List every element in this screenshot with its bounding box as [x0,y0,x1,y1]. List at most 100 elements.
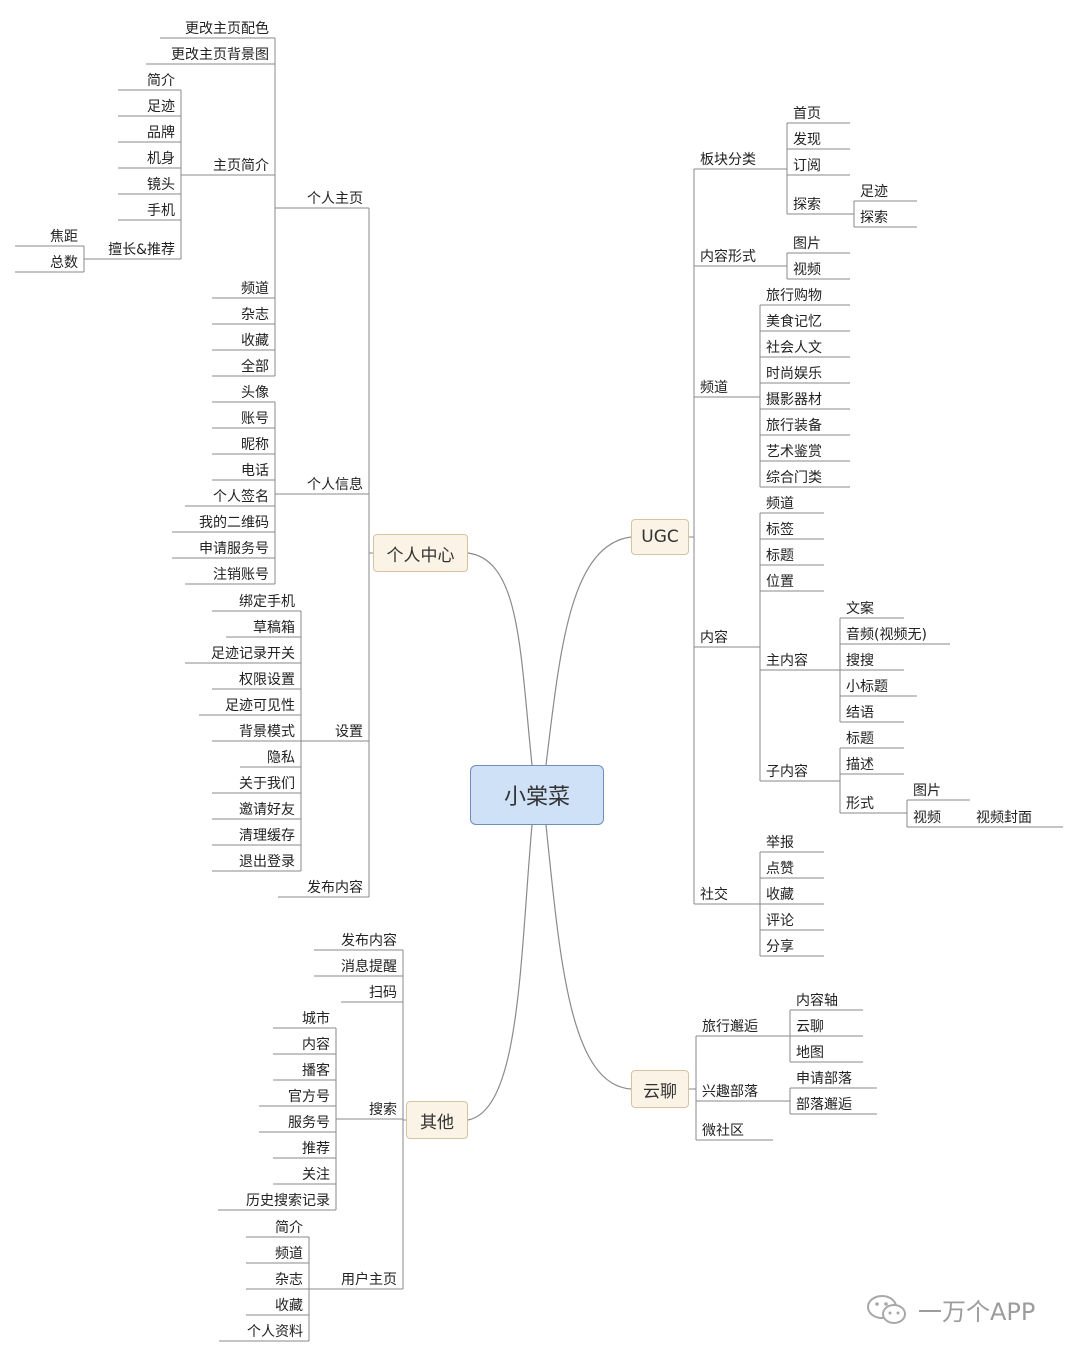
topic-label[interactable]: 擅长&推荐 [108,242,175,258]
topic-label[interactable]: 权限设置 [239,672,295,688]
topic-label[interactable]: 个人签名 [213,489,269,505]
root-topic[interactable]: 小棠菜 [470,765,604,825]
topic-label[interactable]: 简介 [275,1220,303,1236]
topic-label[interactable]: 收藏 [241,333,269,349]
topic-label[interactable]: 推荐 [302,1141,330,1157]
topic-label[interactable]: 电话 [241,463,269,479]
topic-label[interactable]: 清理缓存 [239,828,295,844]
topic-label[interactable]: 全部 [241,359,269,375]
topic-label[interactable]: 点赞 [766,861,794,877]
topic-label[interactable]: 评论 [766,913,794,929]
topic-label[interactable]: 地图 [796,1045,824,1061]
topic-label[interactable]: 总数 [50,255,78,271]
topic-label[interactable]: 注销账号 [213,567,269,583]
topic-label[interactable]: 旅行邂逅 [702,1019,758,1035]
topic-label[interactable]: 标题 [846,731,874,747]
topic-label[interactable]: 城市 [302,1011,330,1027]
topic-label[interactable]: 服务号 [288,1115,330,1131]
topic-label[interactable]: 图片 [913,783,941,799]
topic-label[interactable]: 结语 [846,705,874,721]
topic-label[interactable]: 微社区 [702,1123,744,1139]
topic-label[interactable]: 搜索 [369,1102,397,1118]
topic-label[interactable]: 频道 [241,281,269,297]
topic-label[interactable]: 申请服务号 [199,541,269,557]
topic-label[interactable]: 时尚娱乐 [766,366,822,382]
topic-label[interactable]: 子内容 [766,764,808,780]
topic-label[interactable]: 焦距 [50,229,78,245]
topic-label[interactable]: 杂志 [241,307,269,323]
topic-label[interactable]: 历史搜索记录 [246,1193,330,1209]
topic-label[interactable]: 绑定手机 [239,594,295,610]
topic-label[interactable]: 消息提醒 [341,959,397,975]
topic-label[interactable]: 足迹 [860,184,888,200]
topic-label[interactable]: 邀请好友 [239,802,295,818]
topic-label[interactable]: 更改主页配色 [185,21,269,37]
topic-label[interactable]: 设置 [335,724,363,740]
topic-label[interactable]: 内容 [302,1037,330,1053]
topic-label[interactable]: 播客 [302,1063,330,1079]
topic-label[interactable]: 摄影器材 [766,392,822,408]
topic-label[interactable]: 部落邂逅 [796,1097,852,1113]
branch-topic[interactable]: 个人中心 [373,534,468,572]
branch-topic[interactable]: UGC [631,519,689,555]
topic-label[interactable]: 位置 [766,574,794,590]
topic-label[interactable]: 标题 [766,548,794,564]
topic-label[interactable]: 首页 [793,106,821,122]
topic-label[interactable]: 收藏 [275,1298,303,1314]
topic-label[interactable]: 更改主页背景图 [171,47,269,63]
topic-label[interactable]: 探索 [860,210,888,226]
topic-label[interactable]: 足迹记录开关 [211,646,295,662]
topic-label[interactable]: 小标题 [846,679,888,695]
topic-label[interactable]: 品牌 [147,125,175,141]
topic-label[interactable]: 官方号 [288,1089,330,1105]
topic-label[interactable]: 描述 [846,757,874,773]
topic-label[interactable]: 昵称 [241,437,269,453]
topic-label[interactable]: 旅行购物 [766,288,822,304]
topic-label[interactable]: 背景模式 [239,724,295,740]
topic-label[interactable]: 社交 [700,887,728,903]
topic-label[interactable]: 杂志 [275,1272,303,1288]
topic-label[interactable]: 形式 [846,796,874,812]
topic-label[interactable]: 频道 [275,1246,303,1262]
topic-label[interactable]: 个人信息 [307,477,363,493]
topic-label[interactable]: 音频(视频无) [846,627,927,643]
topic-label[interactable]: 兴趣部落 [702,1084,758,1100]
topic-label[interactable]: 探索 [793,197,821,213]
topic-label[interactable]: 发现 [793,132,821,148]
topic-label[interactable]: 手机 [147,203,175,219]
topic-label[interactable]: 内容形式 [700,249,756,265]
topic-label[interactable]: 退出登录 [239,854,295,870]
topic-label[interactable]: 美食记忆 [766,314,822,330]
topic-label[interactable]: 申请部落 [796,1071,852,1087]
branch-topic[interactable]: 云聊 [631,1070,689,1108]
topic-label[interactable]: 订阅 [793,158,821,174]
topic-label[interactable]: 视频 [913,810,941,826]
topic-label[interactable]: 我的二维码 [199,515,269,531]
topic-label[interactable]: 隐私 [267,750,295,766]
topic-label[interactable]: 视频 [793,262,821,278]
topic-label[interactable]: 频道 [766,496,794,512]
topic-label[interactable]: 举报 [766,835,794,851]
topic-label[interactable]: 主内容 [766,653,808,669]
topic-label[interactable]: 社会人文 [766,340,822,356]
branch-topic[interactable]: 其他 [406,1101,468,1139]
topic-label[interactable]: 机身 [147,151,175,167]
topic-label[interactable]: 旅行装备 [766,418,822,434]
topic-label[interactable]: 内容 [700,630,728,646]
topic-label[interactable]: 综合门类 [766,470,822,486]
topic-label[interactable]: 主页简介 [213,158,269,174]
topic-label[interactable]: 镜头 [147,177,175,193]
topic-label[interactable]: 简介 [147,73,175,89]
topic-label[interactable]: 足迹可见性 [225,698,295,714]
topic-label[interactable]: 标签 [766,522,794,538]
topic-label[interactable]: 账号 [241,411,269,427]
topic-label[interactable]: 文案 [846,601,874,617]
topic-label[interactable]: 艺术鉴赏 [766,444,822,460]
topic-label[interactable]: 扫码 [369,985,397,1001]
topic-label[interactable]: 发布内容 [341,933,397,949]
topic-label[interactable]: 个人主页 [307,191,363,207]
topic-label[interactable]: 足迹 [147,99,175,115]
topic-label[interactable]: 图片 [793,236,821,252]
topic-label[interactable]: 个人资料 [247,1324,303,1340]
topic-label[interactable]: 关注 [302,1167,330,1183]
